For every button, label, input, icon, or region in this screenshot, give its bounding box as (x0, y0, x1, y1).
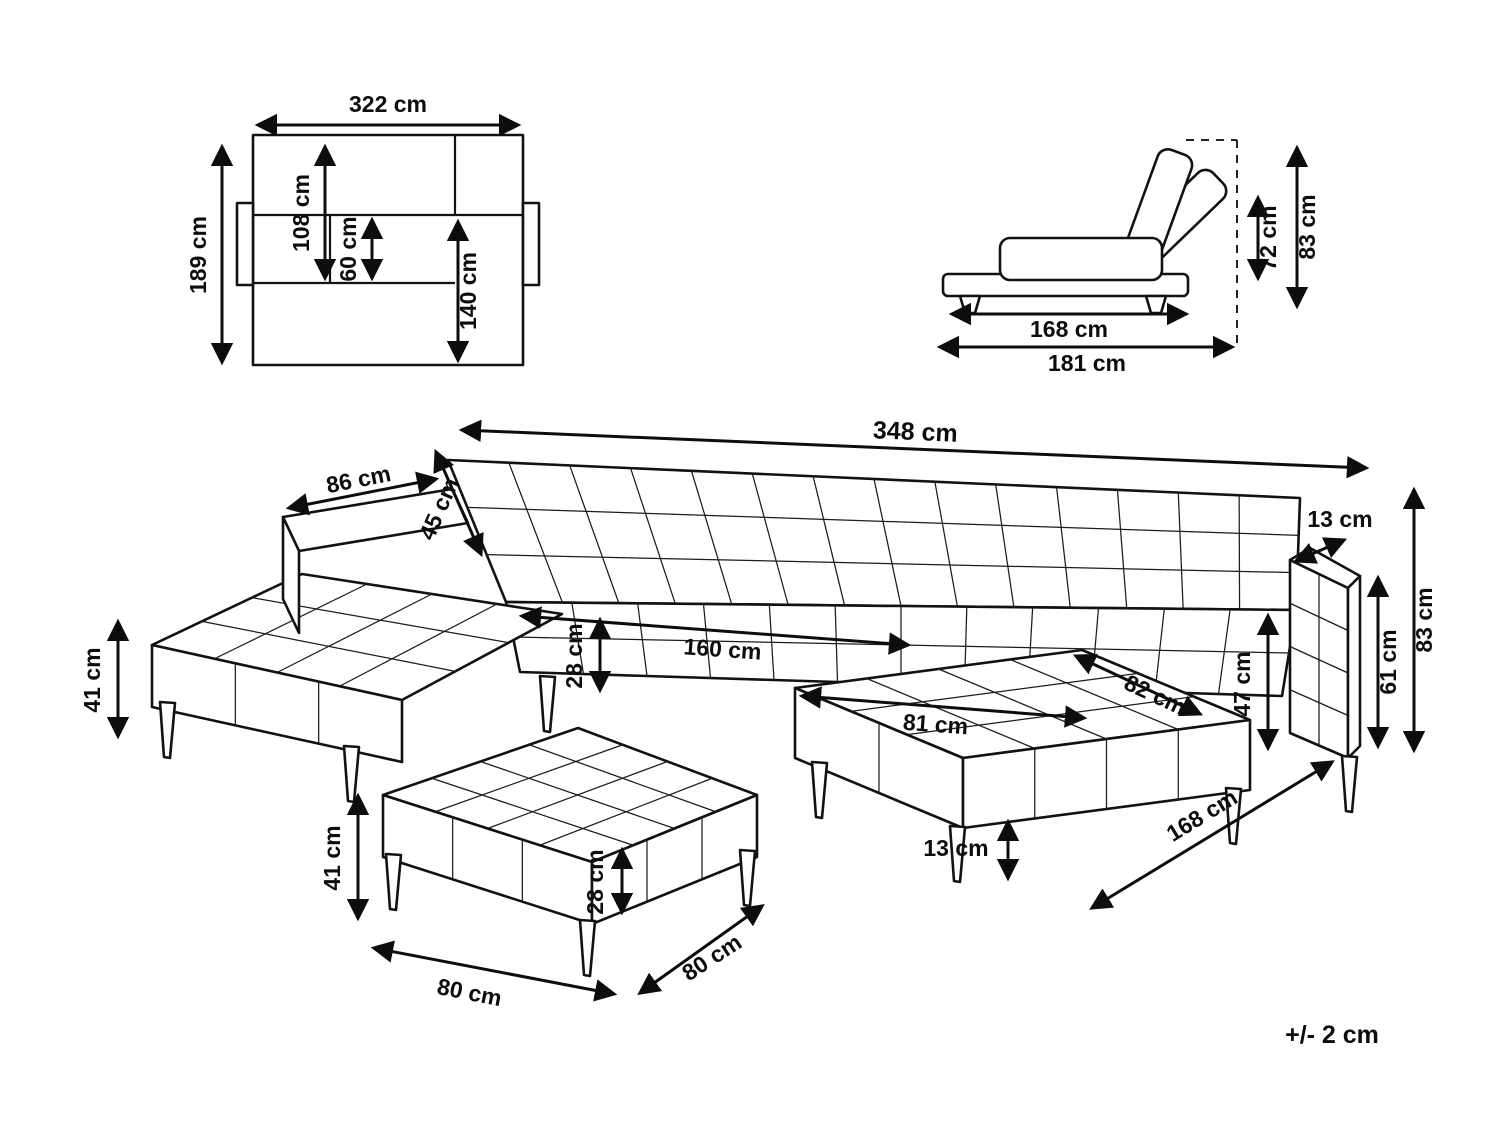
center-seat-width-label: 160 cm (683, 633, 763, 664)
plan-right-armrest (521, 201, 541, 287)
tufting-lines (452, 817, 523, 902)
plan-gap-depth-label: 60 cm (335, 216, 361, 281)
dim-seat-section-width: 81 cm (798, 686, 1088, 739)
armrest-depth-label: 47 cm (1229, 651, 1255, 716)
plan-bed-length-label: 140 cm (455, 252, 481, 330)
tufting-lines (431, 744, 716, 846)
tolerance-note: +/- 2 cm (1285, 1021, 1379, 1049)
right-armrest-side (1346, 574, 1362, 760)
plan-outline (251, 133, 525, 367)
dim-ottoman-depth: 80 cm (637, 904, 765, 995)
seat-height-label: 41 cm (79, 647, 105, 712)
tufting-lines (201, 583, 509, 687)
dim-cushion-thickness: 28 cm (561, 616, 612, 694)
dim-armrest-height: 61 cm (1366, 574, 1401, 750)
leg-height-label: 13 cm (923, 835, 988, 861)
side-front-leg (958, 294, 982, 315)
ottoman-leg (578, 918, 597, 978)
ottoman-view: 41 cm 28 cm 80 cm 80 cm (319, 726, 765, 1011)
dim-seat-height: 41 cm (79, 618, 130, 740)
armrest-height-label: 61 cm (1375, 629, 1401, 694)
dim-side-total-height: 83 cm (1285, 144, 1320, 310)
plan-total-depth-label: 189 cm (185, 216, 211, 294)
dim-plan-total-width: 322 cm (254, 91, 522, 137)
ottoman-width-label: 80 cm (435, 973, 504, 1011)
sofa-leg (538, 674, 557, 734)
tufting-lines (467, 462, 1299, 610)
dim-plan-gap-depth: 60 cm (335, 216, 384, 282)
sofa-leg (810, 760, 829, 820)
tufting-lines (646, 817, 703, 902)
seat-section-width-label: 81 cm (902, 709, 969, 739)
armrest-top-width-label: 13 cm (1307, 506, 1372, 532)
dim-sofa-total-height: 83 cm (1402, 486, 1437, 754)
left-chaise-width-label: 86 cm (324, 460, 393, 498)
dim-armrest-depth: 47 cm (1229, 612, 1280, 752)
sofa-leg (158, 700, 177, 760)
side-base-length-label: 168 cm (1030, 316, 1108, 342)
dim-ottoman-height: 41 cm (319, 792, 370, 922)
ottoman-depth-label: 80 cm (677, 929, 746, 986)
sofa-leg (1340, 754, 1359, 814)
sofa-leg (342, 744, 361, 804)
tufting-lines (234, 663, 320, 744)
plan-backrest-depth-label: 108 cm (288, 174, 314, 252)
side-total-height-label: 83 cm (1294, 194, 1320, 259)
side-rear-leg (1144, 294, 1168, 315)
dim-plan-backrest-depth: 108 cm (288, 143, 337, 282)
dim-side-backrest-height: 72 cm (1246, 194, 1281, 282)
dim-side-total-length: 181 cm (936, 335, 1236, 376)
side-total-length-label: 181 cm (1048, 350, 1126, 376)
dim-plan-total-depth: 189 cm (185, 143, 234, 366)
dim-leg-height: 13 cm (923, 818, 1020, 882)
plan-total-width-label: 322 cm (349, 91, 427, 117)
side-backrest-height-label: 72 cm (1255, 205, 1281, 270)
plan-left-armrest (235, 201, 255, 287)
sofa-total-width-label: 348 cm (872, 416, 958, 448)
left-armrest-side (281, 515, 301, 635)
dim-armrest-top-width: 13 cm (1292, 506, 1373, 564)
dim-side-base-length: 168 cm (948, 302, 1190, 342)
ottoman-leg (738, 848, 757, 908)
side-view: 72 cm 83 cm 168 cm 181 cm (936, 139, 1320, 376)
dim-ottoman-cushion: 28 cm (582, 846, 634, 916)
ottoman-height-label: 41 cm (319, 825, 345, 890)
side-seat-cushion (998, 236, 1164, 282)
plan-view: 322 cm 189 cm 108 cm 60 cm 140 cm (185, 91, 541, 367)
dim-plan-bed-length: 140 cm (446, 218, 481, 364)
dim-ottoman-width: 80 cm (370, 940, 618, 1011)
cushion-thickness-label: 28 cm (561, 623, 587, 688)
tufting-lines (1289, 574, 1349, 746)
sofa-total-height-label: 83 cm (1411, 587, 1437, 652)
ottoman-leg (384, 852, 403, 912)
ottoman-cushion-label: 28 cm (582, 849, 608, 914)
dim-sofa-total-width: 348 cm (458, 416, 1370, 479)
dim-center-seat-width: 160 cm (518, 606, 912, 665)
